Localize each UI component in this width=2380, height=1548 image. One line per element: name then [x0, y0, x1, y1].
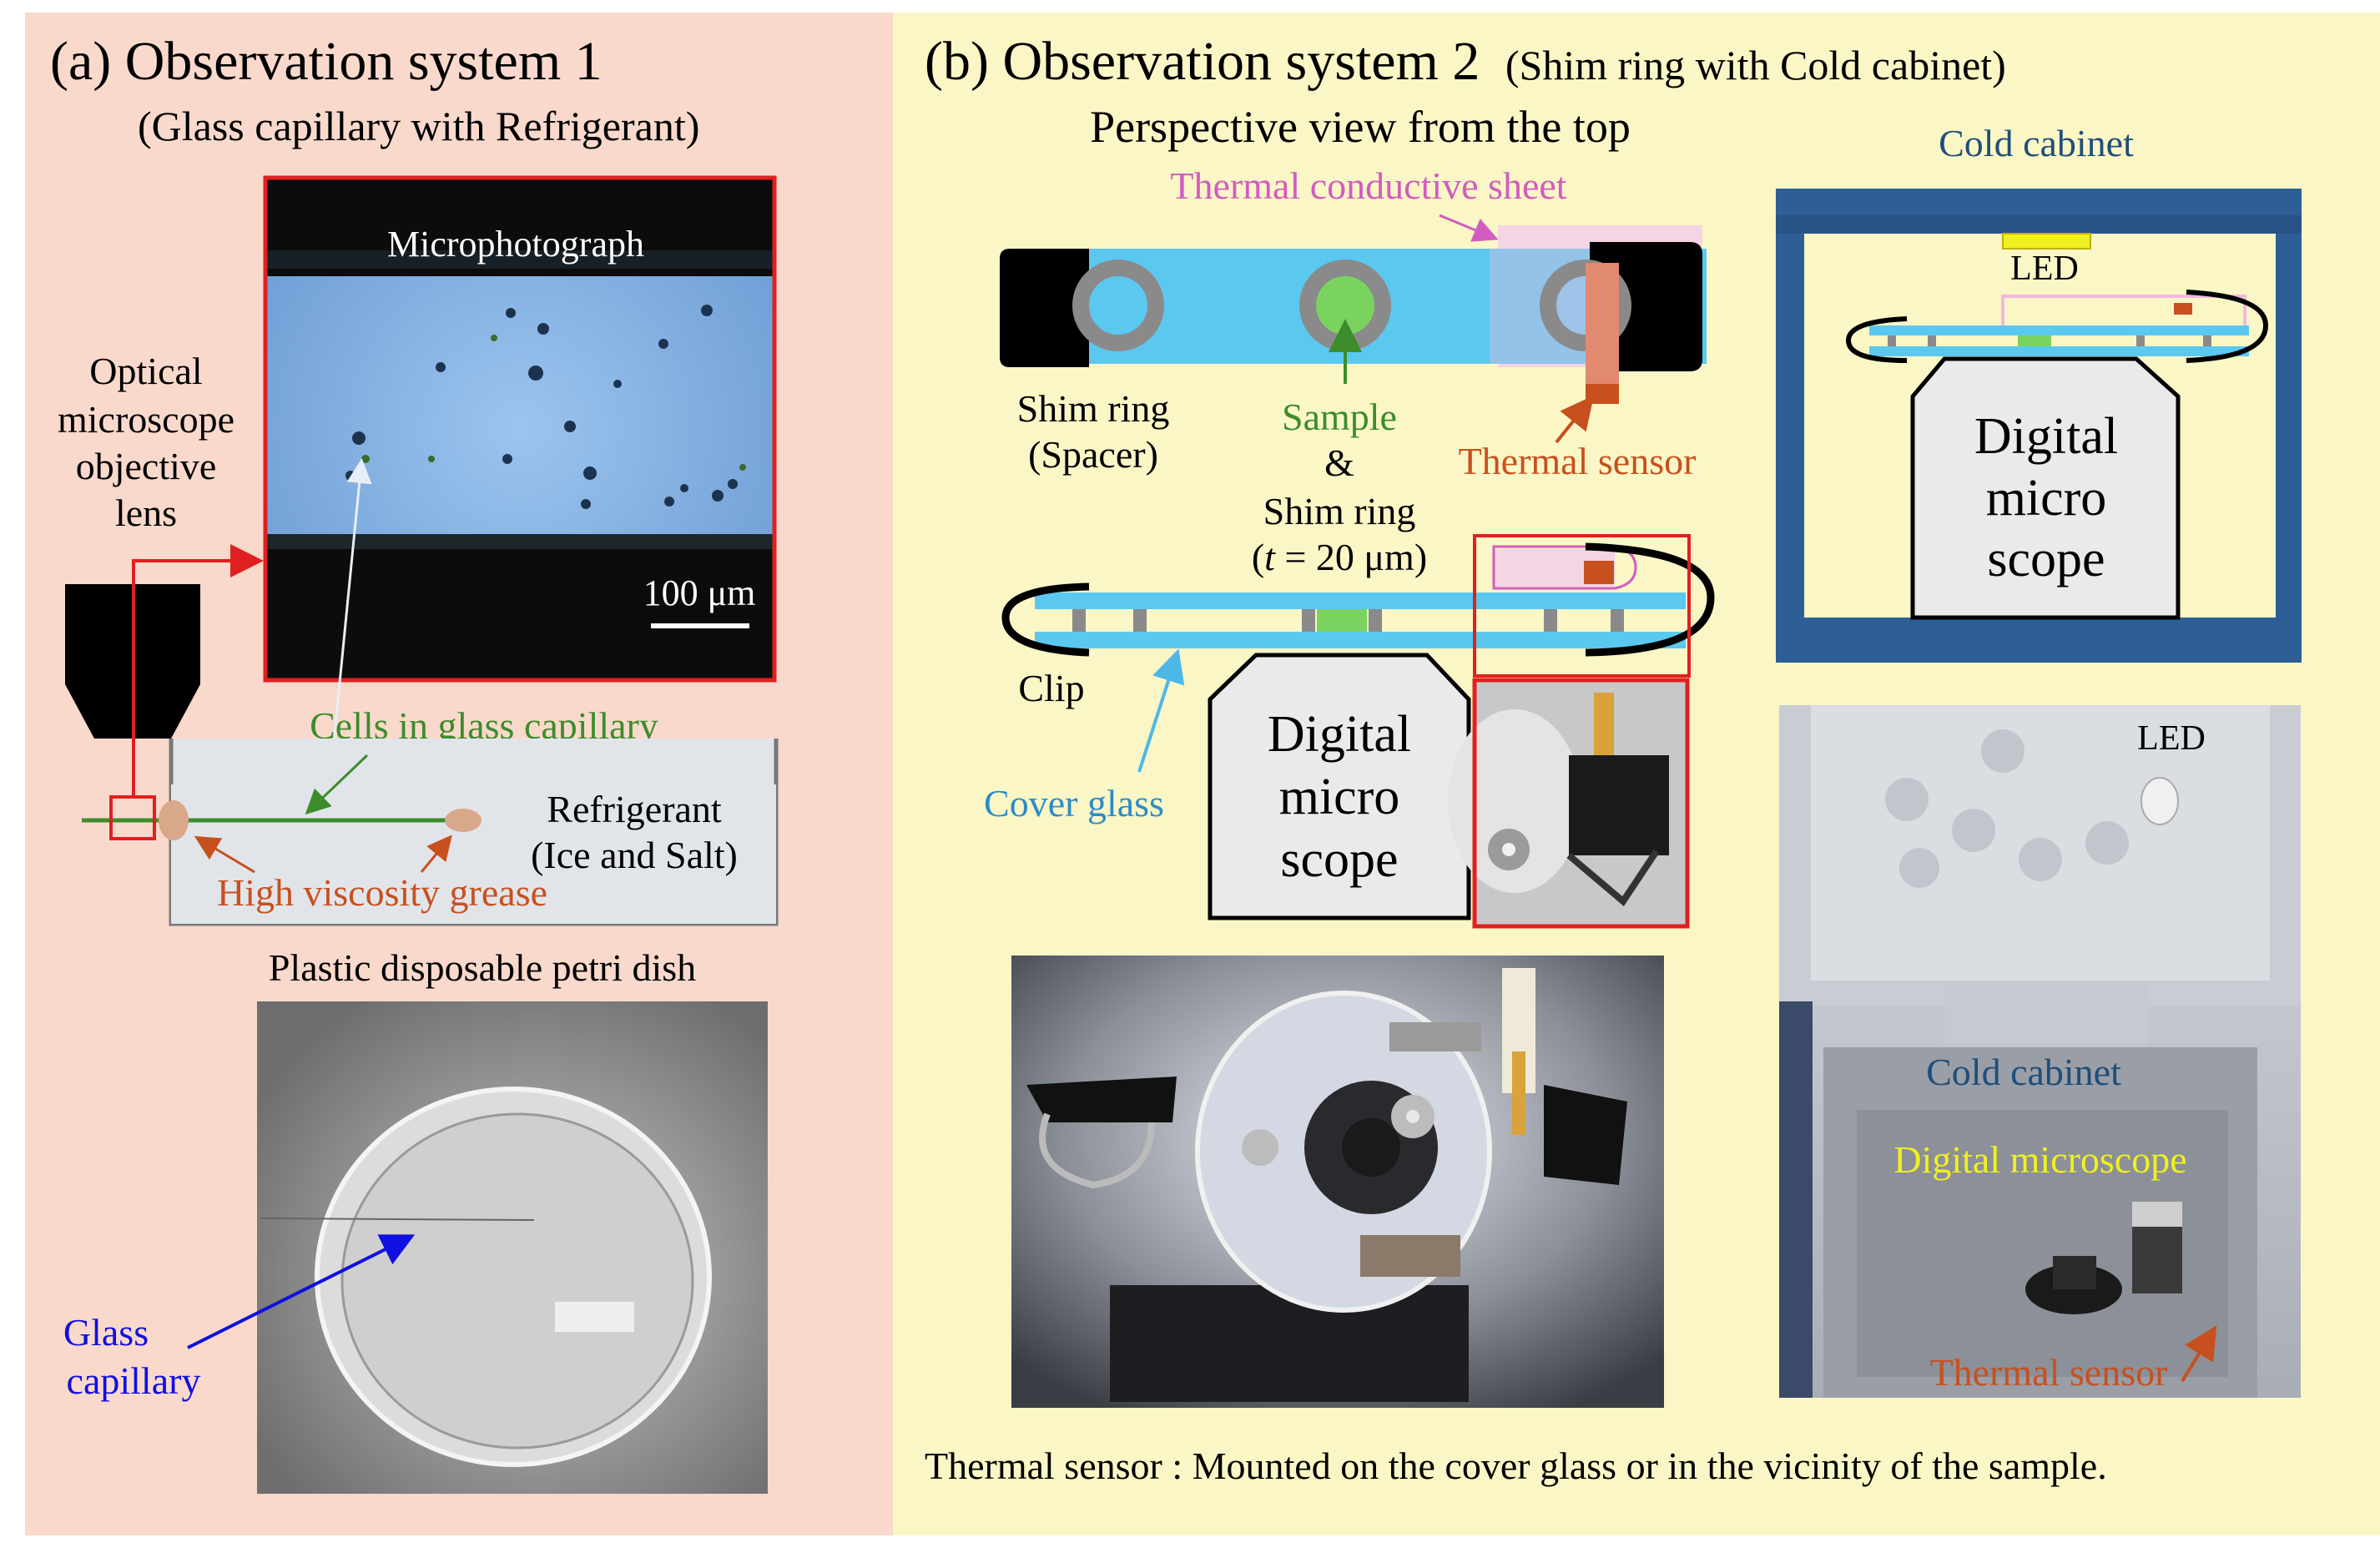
side-microscope: [1208, 653, 1471, 920]
svg-text:scope: scope: [1280, 831, 1398, 888]
sample-label: Sample &: [1282, 396, 1397, 484]
svg-text:capillary: capillary: [67, 1359, 201, 1402]
microphotograph: Microphotograph 100 μm: [263, 175, 777, 683]
shim-ring-label: Shim ring (Spacer): [1017, 387, 1170, 476]
photo-cabinet-label: Cold cabinet: [1926, 1051, 2121, 1093]
photo-microscope-label: Digital microscope: [1893, 1138, 2186, 1181]
cold-cabinet-diagram: [1776, 189, 2302, 663]
svg-text:lens: lens: [115, 492, 177, 534]
thermal-sensor-label: Thermal sensor: [1459, 440, 1697, 482]
shim-ring-t-value: (t = 20 μm): [1252, 536, 1427, 578]
grease-right: [445, 809, 482, 832]
clip-closeup-photo: [1448, 678, 1690, 929]
side-zoom-box: [1473, 534, 1691, 678]
svg-text:&: &: [1324, 441, 1354, 484]
svg-text:Digital: Digital: [1974, 408, 2118, 465]
thermal-sheet-label: Thermal conductive sheet: [1170, 164, 1566, 207]
sensor-arrow: [1555, 395, 1594, 444]
top-view-slide: [1000, 225, 1707, 404]
photo-sensor-label: Thermal sensor: [1930, 1351, 2168, 1394]
clip-setup-photo: [1011, 956, 1664, 1408]
panel-b-title: (b) Observation system 2 (Shim ring with…: [925, 31, 2006, 92]
svg-text:micro: micro: [1279, 769, 1400, 825]
zoom-connector: [132, 544, 264, 797]
svg-text:scope: scope: [1987, 531, 2105, 587]
panel-a-title: (a) Observation system 1: [50, 31, 603, 92]
objective-lens-label: Optical microscope objective lens: [58, 350, 234, 534]
svg-text:Digital: Digital: [1268, 706, 1411, 763]
svg-text:objective: objective: [76, 445, 217, 487]
photo-led-label: LED: [2137, 719, 2206, 758]
glass-capillary-arrow: [187, 1234, 416, 1349]
dish-cross-section: [169, 739, 779, 926]
svg-text:Optical: Optical: [89, 350, 202, 392]
svg-text:Glass: Glass: [63, 1311, 149, 1354]
footer-note: Thermal sensor : Mounted on the cover gl…: [925, 1445, 2107, 1487]
side-view-slide: [1001, 542, 1715, 920]
svg-text:Shim ring: Shim ring: [1017, 387, 1170, 430]
cabinet-title: Cold cabinet: [1939, 122, 2134, 164]
glass-capillary-label: Glass capillary: [63, 1311, 201, 1402]
cabinet-led-label: LED: [2010, 250, 2079, 288]
grease-arrow-right: [420, 835, 452, 873]
svg-text:(Ice and Salt): (Ice and Salt): [531, 834, 738, 876]
clip-label: Clip: [1018, 667, 1084, 709]
refrigerant-label: Refrigerant (Ice and Salt): [531, 788, 738, 876]
svg-text:micro: micro: [1986, 470, 2107, 527]
dish-label: Plastic disposable petri dish: [269, 946, 696, 989]
thermal-sheet-arrow: [1439, 214, 1499, 242]
svg-text:Refrigerant: Refrigerant: [547, 788, 722, 830]
grease-left: [159, 800, 189, 840]
petri-dish-photo: [257, 1001, 768, 1494]
perspective-label: Perspective view from the top: [1090, 102, 1631, 152]
photo-sensor-arrow: [2181, 1325, 2217, 1383]
panel-a-subtitle: (Glass capillary with Refrigerant): [138, 103, 699, 149]
cabinet-microscope-label: Digital micro scope: [1974, 408, 2118, 587]
cover-glass-arrow: [1137, 648, 1185, 773]
svg-text:Sample: Sample: [1282, 396, 1397, 438]
grease-label: High viscosity grease: [217, 871, 547, 914]
grease-arrow-left: [194, 835, 255, 874]
microphotograph-label: Microphotograph: [387, 224, 644, 265]
cells-arrow: [305, 754, 369, 815]
side-microscope-label: Digital micro scope: [1268, 706, 1411, 888]
cover-glass-label: Cover glass: [984, 782, 1164, 824]
svg-text:(Spacer): (Spacer): [1028, 433, 1158, 476]
svg-text:microscope: microscope: [58, 398, 234, 441]
cell-pointer-arrow: [329, 458, 372, 777]
scale-bar: [651, 623, 749, 628]
zoom-box: [109, 795, 156, 840]
shim-ring-t-label: Shim ring: [1263, 490, 1416, 532]
scale-bar-label: 100 μm: [643, 572, 756, 613]
